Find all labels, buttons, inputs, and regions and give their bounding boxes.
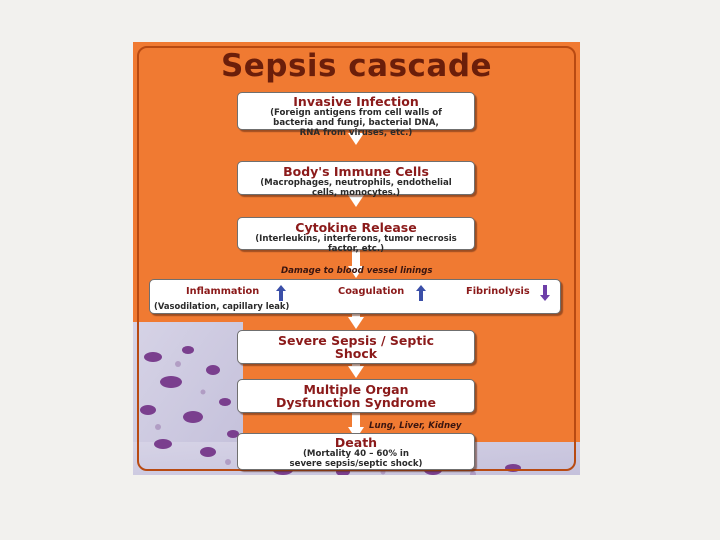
- box-subtitle: cells, monocytes.): [311, 188, 400, 198]
- connector: [352, 362, 360, 366]
- box-subtitle: (Interleukins, interferons, tumor necros…: [255, 234, 457, 244]
- organs-caption: Lung, Liver, Kidney: [369, 421, 462, 431]
- box-subtitle: (Foreign antigens from cell walls of: [270, 108, 442, 118]
- box-title: Shock: [334, 346, 378, 361]
- box-title: Dysfunction Syndrome: [276, 395, 436, 410]
- down-arrow-icon: [348, 366, 364, 378]
- fibrinolysis-label: Fibrinolysis: [466, 286, 530, 297]
- box-title: Death: [334, 435, 378, 450]
- down-arrow-icon: [348, 133, 364, 145]
- invasive-infection-box: Invasive Infection (Foreign antigens fro…: [237, 92, 475, 138]
- box-title: Cytokine Release: [295, 220, 417, 235]
- death-box: Death (Mortality 40 – 60% in severe seps…: [237, 433, 475, 470]
- box-subtitle: RNA from viruses, etc.): [299, 128, 413, 138]
- down-arrow-icon: [540, 285, 550, 301]
- box-title: Multiple Organ: [303, 382, 409, 397]
- box-title: Invasive Infection: [293, 94, 419, 109]
- coagulation-label: Coagulation: [338, 286, 405, 297]
- sepsis-cascade-panel: Sepsis cascade Invasive Infection (Forei…: [133, 42, 580, 475]
- box-subtitle: (Mortality 40 – 60% in: [303, 449, 409, 459]
- connector: [352, 411, 360, 429]
- down-arrow-icon: [348, 266, 364, 278]
- multiple-organ-dysfunction-box: Multiple Organ Dysfunction Syndrome: [237, 379, 475, 413]
- up-arrow-icon: [276, 285, 286, 301]
- severe-sepsis-box: Severe Sepsis / Septic Shock: [237, 330, 475, 364]
- damage-caption: Damage to blood vessel linings: [281, 266, 433, 276]
- immune-cells-box: Body's Immune Cells (Macrophages, neutro…: [237, 161, 475, 198]
- diagram-title: Sepsis cascade: [220, 48, 493, 84]
- inflammation-coagulation-box: Inflammation (Vasodilation, capillary le…: [149, 279, 561, 314]
- connector: [352, 128, 360, 134]
- box-subtitle: severe sepsis/septic shock): [289, 459, 423, 469]
- box-subtitle: bacteria and fungi, bacterial DNA,: [273, 118, 439, 128]
- box-subtitle: (Macrophages, neutrophils, endothelial: [260, 178, 452, 188]
- connector: [352, 313, 360, 317]
- cytokine-release-box: Cytokine Release (Interleukins, interfer…: [237, 217, 475, 254]
- box-subtitle: factor, etc.): [327, 244, 385, 254]
- box-title: Body's Immune Cells: [283, 164, 429, 179]
- inflammation-sublabel: (Vasodilation, capillary leak): [154, 301, 290, 311]
- down-arrow-icon: [348, 195, 364, 207]
- connector: [352, 247, 360, 267]
- box-title: Severe Sepsis / Septic: [277, 333, 435, 348]
- inflammation-label: Inflammation: [186, 286, 260, 297]
- down-arrow-icon: [348, 317, 364, 329]
- up-arrow-icon: [416, 285, 426, 301]
